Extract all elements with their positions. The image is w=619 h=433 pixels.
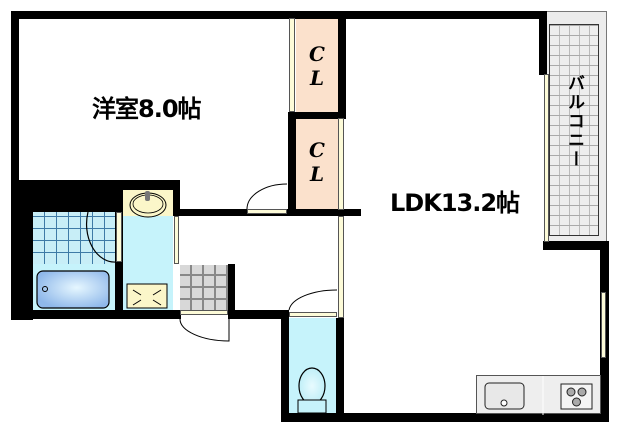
wall-corridor-bottom [228,310,283,319]
balcony: バルコニー [545,11,607,247]
closet-upper-label-c: C [309,42,325,66]
bath-door[interactable] [116,212,122,262]
closet-lower-label-c: C [309,138,325,162]
wall-closet-divider [288,112,346,119]
bedroom-door-swing-icon [246,183,288,210]
closet-sliding-door-lower[interactable] [338,118,344,210]
entrance-door-swing-icon [179,318,230,342]
toilet-icon [298,367,326,405]
outer-wall-left [11,11,19,183]
wall-ldk-balcony-bottom [543,241,609,250]
wall-toilet-right [336,318,344,418]
wall-closet-right [338,11,346,115]
toilet-door-strip[interactable] [289,312,337,317]
kitchen-counter [476,375,601,415]
wall-balcony-left [539,11,547,75]
wall-bath-top [11,190,123,212]
washing-machine-pan-icon [126,283,168,309]
wall-bath-wash-divider [115,212,123,312]
closet-lower-label-l: L [309,162,325,186]
entrance-door-strip[interactable] [180,310,228,315]
wall-entrance-right [228,264,235,318]
wall-bedroom-bottom [11,180,179,190]
wall-toilet-left [281,310,289,422]
kitchen-sink-icon [484,382,525,410]
wall-bath-left [11,180,33,320]
washroom-sliding-door[interactable] [174,216,179,264]
wall-wash-right [173,180,180,210]
closet-sliding-door-upper[interactable] [289,18,295,112]
bathroom-floor-tile [33,212,115,264]
outer-wall-top [11,11,545,19]
ldk-side-window[interactable] [601,292,606,358]
bedroom-door-strip[interactable] [247,209,287,214]
ldk-label: LDK13.2帖 [390,189,520,217]
wall-bath-bottom [11,310,181,319]
balcony-floor [549,24,599,236]
bath-door-swing-icon [86,211,117,263]
closet-upper-label-l: L [309,66,325,90]
entrance-tile [180,265,228,310]
balcony-window[interactable] [544,74,549,242]
balcony-label: バルコニー [564,74,584,169]
outer-wall-bottom [281,413,609,422]
closet-upper: C L [296,18,338,112]
toilet-door-swing-icon [288,289,338,311]
closet-lower: C L [296,118,338,210]
wall-closet-left [288,112,296,216]
bathtub-icon [36,270,110,309]
ldk-sliding-door-hall[interactable] [338,216,344,318]
western-room-label: 洋室8.0帖 [92,95,202,123]
